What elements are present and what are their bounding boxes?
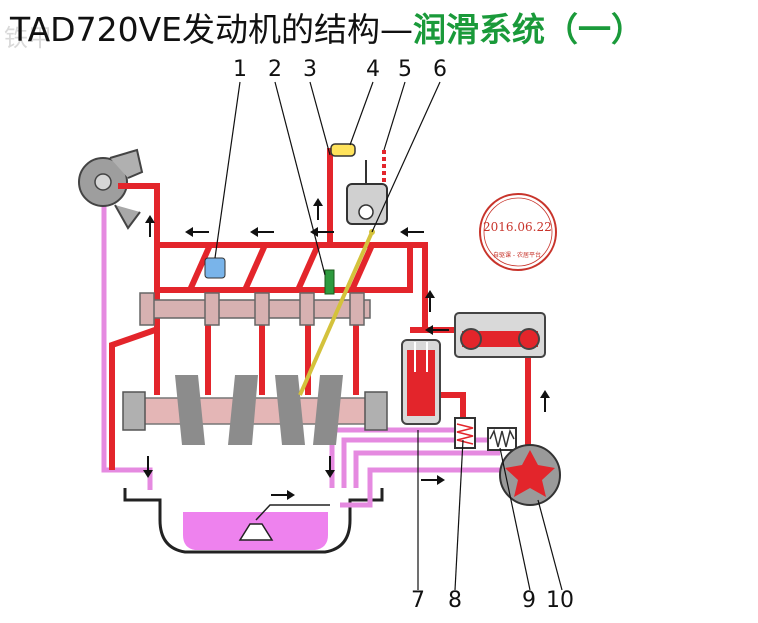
green-valve bbox=[324, 269, 335, 295]
crankshaft bbox=[122, 375, 388, 445]
callout-10: 10 bbox=[546, 588, 574, 613]
relief-valve bbox=[454, 417, 476, 449]
flow-arrows bbox=[143, 198, 550, 500]
callout-3: 3 bbox=[303, 57, 317, 82]
oil-sump bbox=[123, 488, 384, 554]
callout-7: 7 bbox=[411, 588, 425, 613]
page-title: TAD720VE发动机的结构—润滑系统（一） bbox=[10, 6, 644, 54]
stamp-date: 2016.06.22 bbox=[483, 220, 552, 234]
oil-filter bbox=[401, 339, 441, 425]
callout-2: 2 bbox=[268, 57, 282, 82]
callout-1: 1 bbox=[233, 57, 247, 82]
title-prefix: TAD720VE发动机的结构— bbox=[10, 10, 413, 49]
oil-pressure-lines bbox=[109, 148, 531, 470]
callout-4: 4 bbox=[366, 57, 380, 82]
callout-8: 8 bbox=[448, 588, 462, 613]
oil-cooler bbox=[454, 312, 546, 358]
date-stamp bbox=[479, 193, 557, 271]
oil-return-lines bbox=[101, 190, 500, 508]
watermark-text: 铁甲 bbox=[4, 24, 52, 52]
stamp-subtext: 自驱课 - 农居平台 bbox=[493, 252, 541, 259]
pressure-sensor bbox=[204, 257, 226, 279]
turbocharger bbox=[78, 148, 144, 230]
callout-5: 5 bbox=[398, 57, 412, 82]
title-highlight: 润滑系统（一） bbox=[413, 10, 644, 49]
callout-6: 6 bbox=[433, 57, 447, 82]
camshaft bbox=[139, 292, 371, 326]
leader-lines bbox=[214, 81, 563, 591]
bypass-spring bbox=[487, 427, 517, 451]
oil-pump bbox=[499, 444, 561, 506]
callout-9: 9 bbox=[522, 588, 536, 613]
piston-assembly bbox=[330, 143, 388, 225]
